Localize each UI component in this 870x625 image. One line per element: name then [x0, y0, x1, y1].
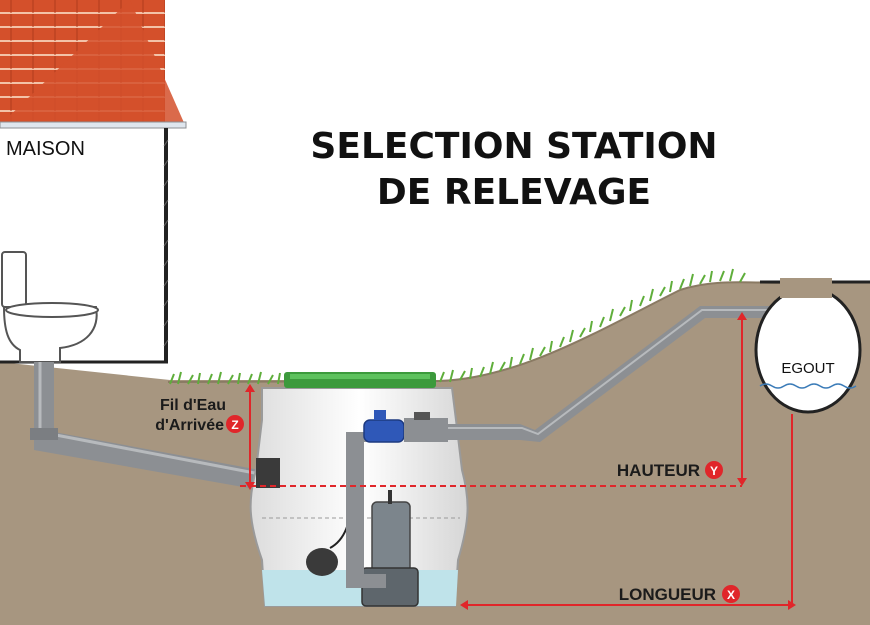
badge-y-label: Y	[710, 464, 718, 478]
inlet-label-line2: d'Arrivée	[155, 417, 224, 434]
badge-z-label: Z	[231, 418, 238, 432]
diagram-title-line2: DE RELEVAGE	[377, 172, 651, 213]
badge-x-label: X	[727, 588, 735, 602]
diagram-title-line1: SELECTION STATION	[310, 126, 717, 167]
house-label: MAISON	[6, 138, 85, 160]
height-label: HAUTEUR	[617, 461, 700, 480]
check-valve-icon	[363, 410, 448, 443]
sewer-pipe	[754, 278, 870, 414]
sewer-label: EGOUT	[781, 360, 834, 377]
toilet-icon	[1, 251, 99, 363]
inlet-pipe	[30, 362, 261, 490]
badge-y-icon	[705, 461, 723, 479]
badge-x-icon	[722, 585, 740, 603]
badge-z-icon	[226, 415, 244, 433]
length-label: LONGUEUR	[619, 585, 716, 604]
grass	[169, 268, 746, 385]
dimension-lines	[240, 312, 796, 610]
inlet-label-line1: Fil d'Eau	[160, 397, 226, 414]
